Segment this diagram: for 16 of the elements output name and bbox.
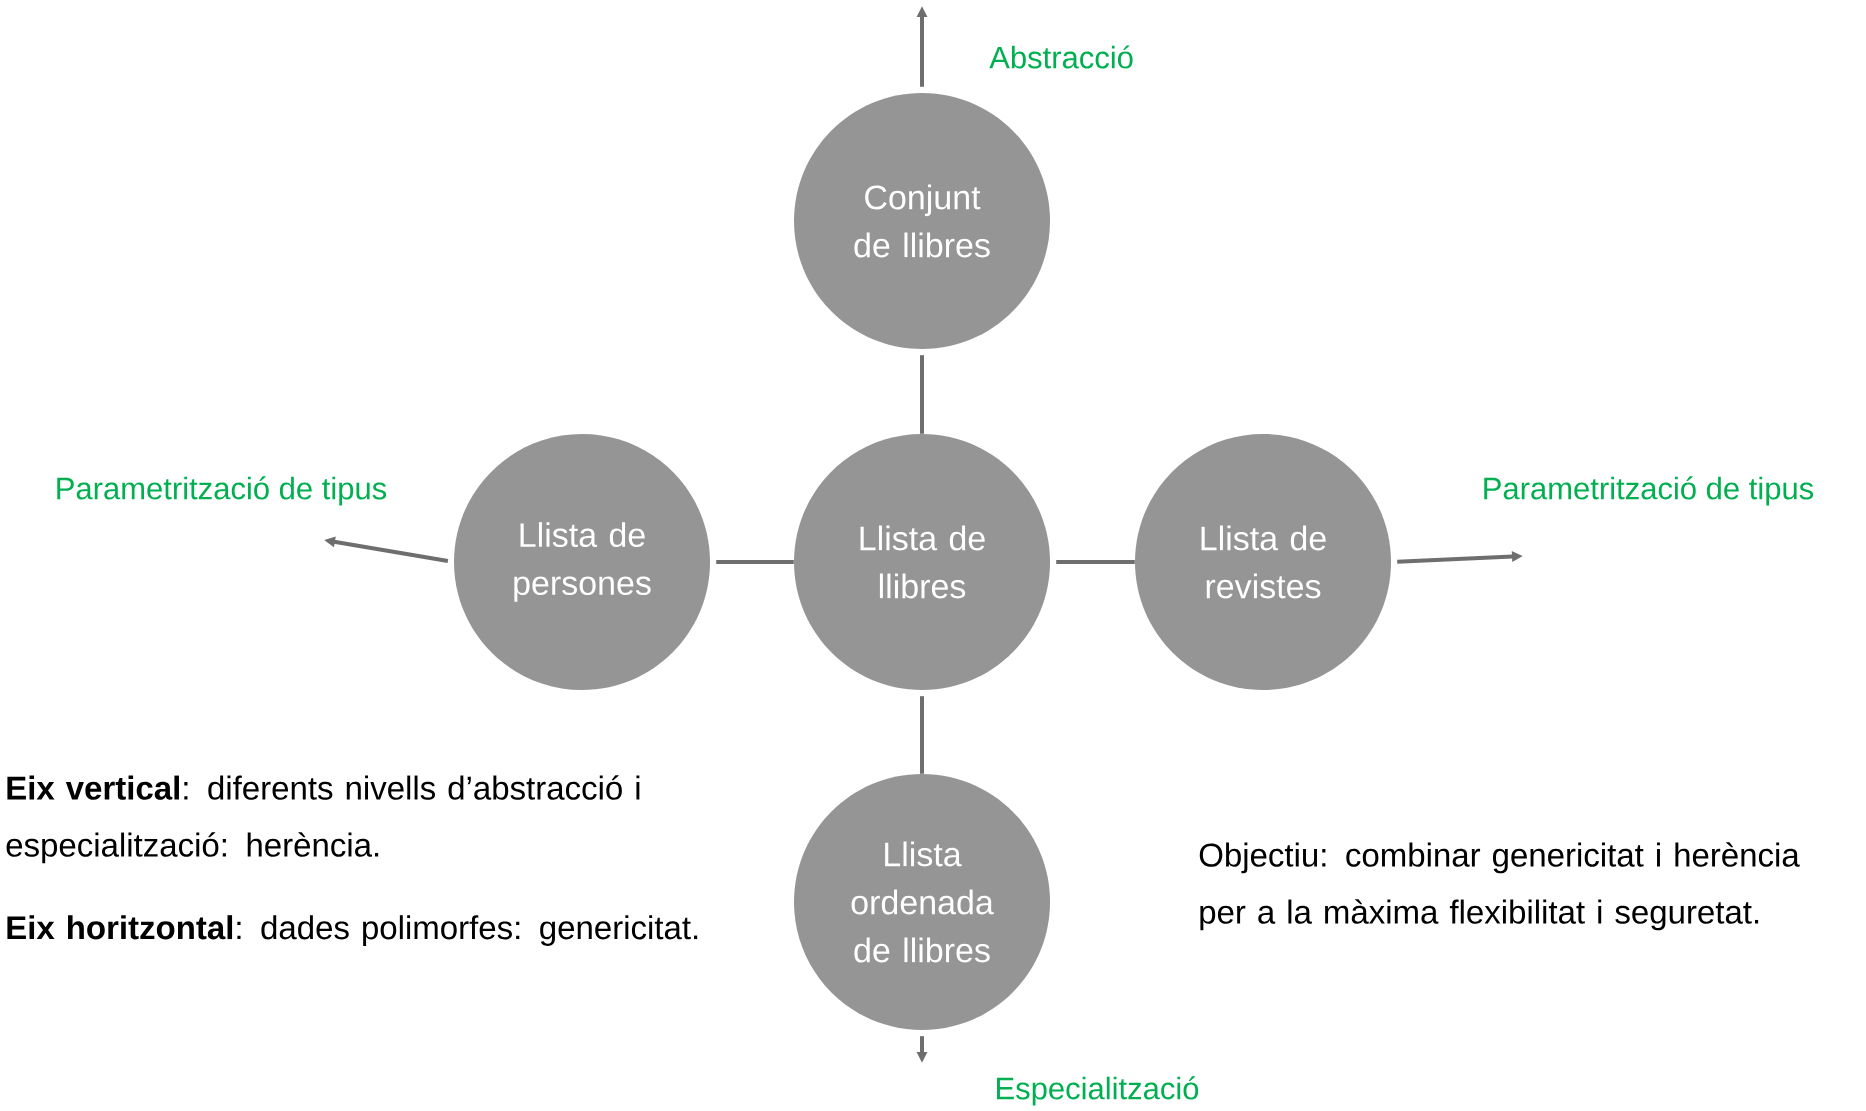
connector-line [920, 355, 924, 434]
connector-line [716, 560, 794, 564]
note-text: Eix horitzontal: dades polimorfes: genericitat. [7, 915, 698, 946]
circle-node: Llista de revistes [1135, 434, 1391, 690]
circle-node: Conjunt de llibres [794, 93, 1050, 349]
circle-node: Llista de llibres [794, 434, 1050, 690]
note-text: Eix vertical: diferents nivells d’abstracció i especialització: herència. [6, 775, 640, 864]
edge-label: Parametrització de tipus [1484, 476, 1814, 506]
connector-line [1056, 560, 1135, 564]
circle-node: Llista de persones [454, 434, 710, 690]
note-text: Objectiu: combinar genericitat i herència per a la màxima flexibilitat i seguretat. [1199, 842, 1800, 931]
circle-node: Llista ordenada de llibres [794, 774, 1050, 1030]
edge-label: Parametrització de tipus [57, 476, 387, 506]
connector-line [920, 696, 924, 774]
edge-label: Abstracció [989, 45, 1133, 69]
edge-label: Especialització [997, 1076, 1199, 1106]
